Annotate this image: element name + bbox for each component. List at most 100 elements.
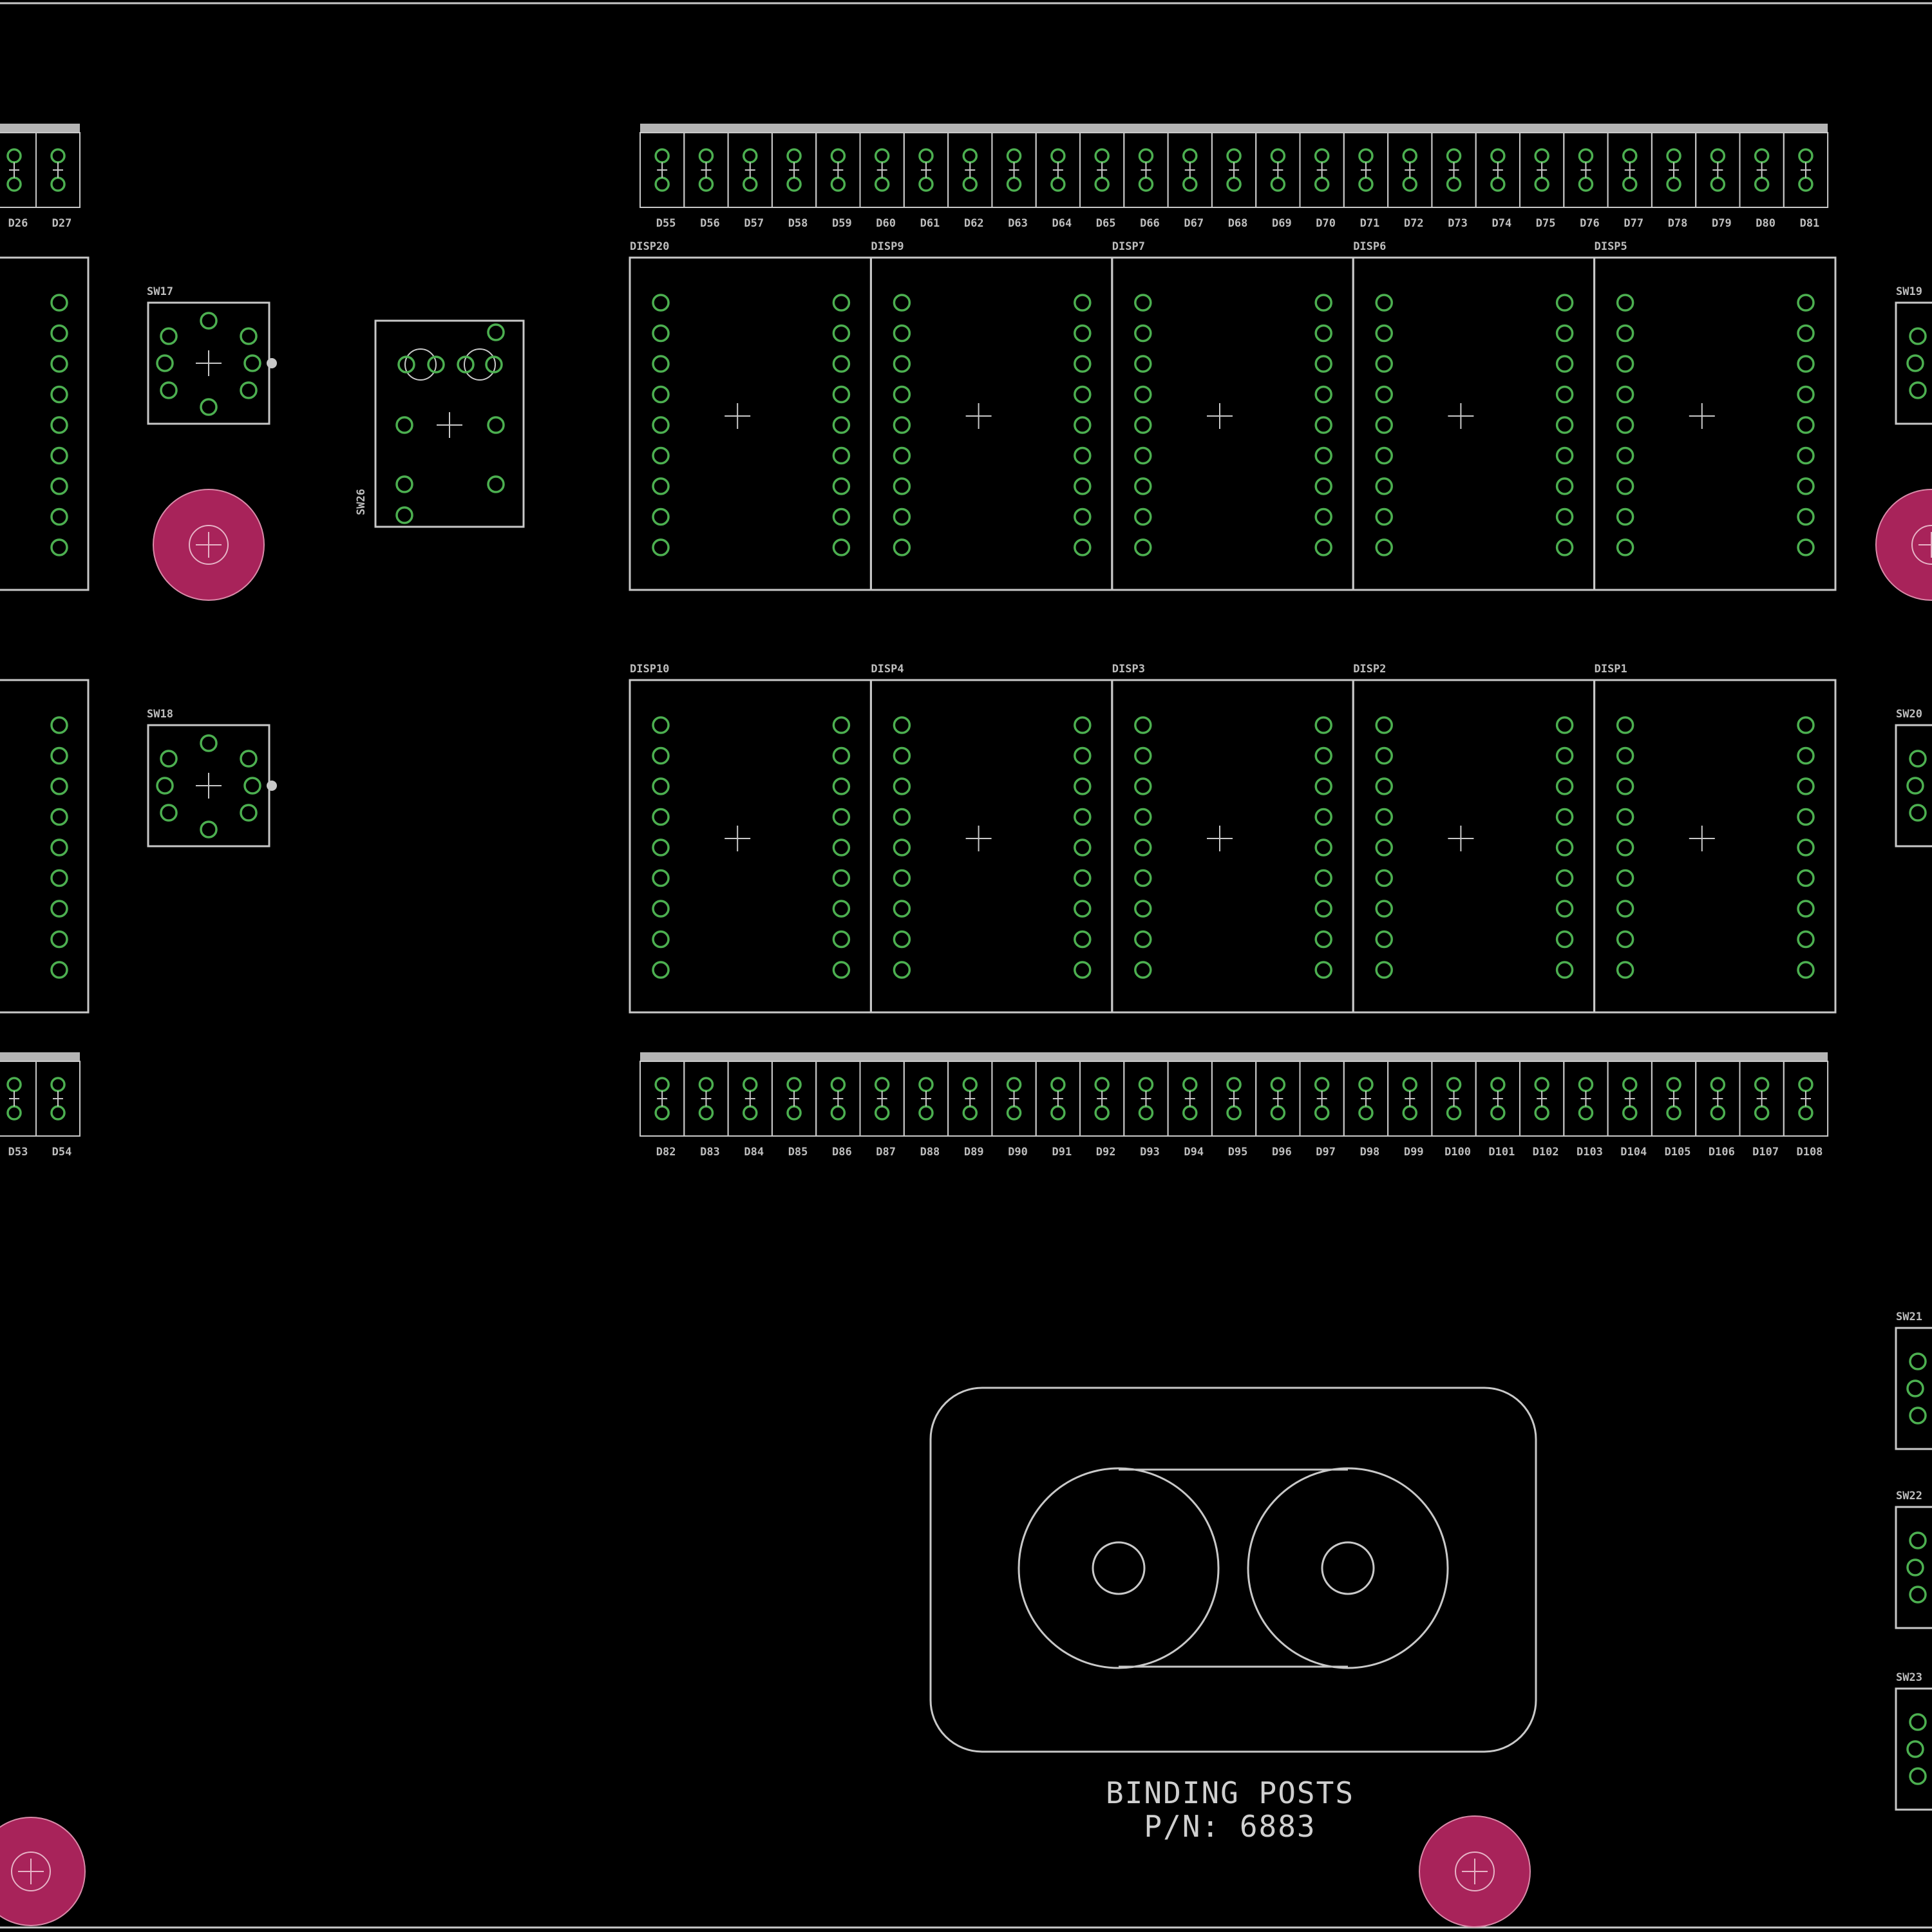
led-strip-bar xyxy=(640,1052,1828,1061)
display-pad xyxy=(652,900,670,918)
display-pad xyxy=(1314,808,1332,826)
led-pad xyxy=(1182,1105,1198,1121)
display-pad xyxy=(1616,416,1634,434)
led-pad xyxy=(918,1105,934,1121)
led-pad xyxy=(1578,1077,1594,1092)
led-pad xyxy=(1446,148,1462,164)
led-label: D62 xyxy=(964,217,984,230)
display-label: DISP3 xyxy=(1112,663,1145,676)
display-pad xyxy=(1314,538,1332,556)
display-pad xyxy=(1074,446,1092,465)
switch-pad xyxy=(1909,1767,1927,1785)
led-label: D78 xyxy=(1668,217,1688,230)
switch-pad xyxy=(160,750,178,768)
mounting-hole-ring xyxy=(1911,525,1932,565)
binding-posts-title: BINDING POSTS xyxy=(1106,1776,1354,1810)
display-pad xyxy=(1616,930,1634,949)
switch-pad xyxy=(485,355,503,374)
display-pad xyxy=(832,355,851,373)
led-label: D86 xyxy=(832,1146,852,1159)
display-pad xyxy=(652,355,670,373)
switch-lug xyxy=(404,348,437,381)
display-pad xyxy=(1797,324,1815,343)
led-label: D82 xyxy=(656,1146,676,1159)
led-pad xyxy=(1006,176,1022,192)
led-pad xyxy=(1754,1077,1770,1092)
display-pad xyxy=(832,900,851,918)
led-pad xyxy=(1754,148,1770,164)
led-pad xyxy=(698,176,714,192)
display-label: DISP4 xyxy=(871,663,904,676)
display-pad xyxy=(50,416,68,434)
binding-posts-outline xyxy=(929,1387,1537,1753)
led-label: D88 xyxy=(920,1146,940,1159)
display-pad xyxy=(832,777,851,795)
display-pad xyxy=(832,446,851,465)
led-label: D58 xyxy=(788,217,808,230)
switch-pad xyxy=(240,327,258,345)
led-pad xyxy=(1534,1105,1549,1121)
display-label: DISP10 xyxy=(630,663,669,676)
led-label: D92 xyxy=(1096,1146,1116,1159)
display-pad xyxy=(893,507,911,526)
led-label: D77 xyxy=(1624,217,1643,230)
led-label: D74 xyxy=(1492,217,1511,230)
display-label: DISP7 xyxy=(1112,240,1145,253)
led-strip-bar xyxy=(640,124,1828,133)
led-cell xyxy=(35,1061,80,1137)
led-pad xyxy=(1402,1077,1417,1092)
display-pad xyxy=(50,294,68,312)
led-label: D83 xyxy=(700,1146,720,1159)
led-label: D81 xyxy=(1800,217,1820,230)
display-pad xyxy=(1555,900,1574,918)
display-pad xyxy=(50,900,68,918)
led-pad xyxy=(1534,176,1549,192)
led-pad xyxy=(1358,176,1374,192)
display-pad xyxy=(1134,808,1152,826)
led-pad xyxy=(1622,1077,1638,1092)
binding-post-left-ring xyxy=(1018,1467,1220,1669)
display-pad xyxy=(1314,869,1332,887)
display-pad xyxy=(50,385,68,404)
switch-pad xyxy=(1906,777,1924,795)
led-cell xyxy=(35,132,80,208)
switch-label: SW20 xyxy=(1896,708,1922,721)
led-pad xyxy=(962,1105,978,1121)
display-pad xyxy=(50,477,68,495)
display-pad xyxy=(652,477,670,495)
led-pad xyxy=(1050,1105,1066,1121)
switch-label: SW23 xyxy=(1896,1671,1922,1684)
display-pad xyxy=(652,716,670,734)
display-pad xyxy=(1314,324,1332,343)
led-pad xyxy=(743,148,758,164)
display-pad xyxy=(1134,355,1152,373)
switch-pad xyxy=(397,355,415,374)
led-label: D67 xyxy=(1184,217,1204,230)
switch-outline-partial xyxy=(1895,1327,1932,1450)
led-pad xyxy=(6,1105,22,1121)
display-pad xyxy=(1616,446,1634,465)
display-pad xyxy=(1074,416,1092,434)
switch-lug xyxy=(464,348,496,381)
led-label: D95 xyxy=(1228,1146,1248,1159)
led-pad xyxy=(1798,1105,1814,1121)
display-pad xyxy=(893,869,911,887)
led-cell xyxy=(1783,1061,1829,1137)
display-pad xyxy=(1314,355,1332,373)
display-pad xyxy=(893,416,911,434)
led-pad xyxy=(1402,176,1417,192)
display-pad xyxy=(1134,538,1152,556)
display-pad xyxy=(893,355,911,373)
led-cell xyxy=(1783,132,1829,208)
led-label: D97 xyxy=(1316,1146,1336,1159)
mounting-hole-ring xyxy=(11,1852,51,1891)
binding-post-left-hole xyxy=(1092,1541,1146,1595)
display-pad xyxy=(1134,961,1152,979)
display-outline xyxy=(1593,679,1837,1014)
led-pad xyxy=(1490,176,1506,192)
display-pad xyxy=(893,961,911,979)
led-label: D65 xyxy=(1096,217,1116,230)
led-pad xyxy=(1050,1077,1066,1092)
